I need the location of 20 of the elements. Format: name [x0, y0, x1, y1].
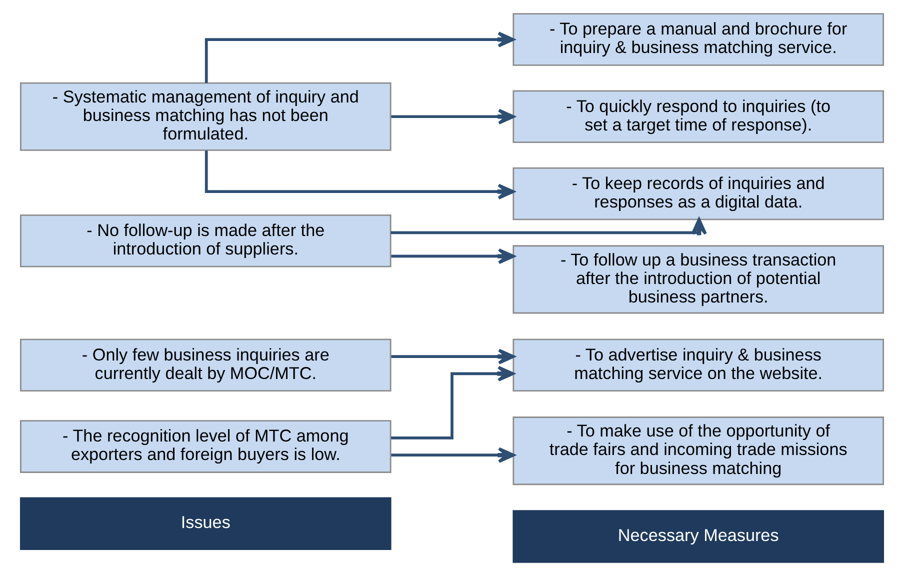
- node-box: - To advertise inquiry & business matching service on the website.: [512, 338, 884, 392]
- arrow: [390, 108, 514, 124]
- node-box: - To follow up a business transaction after the introduction of potential business partners.: [512, 245, 884, 314]
- arrow: [204, 150, 514, 200]
- node-box: - Only few business inquiries are currently dealt by MOC/MTC.: [20, 338, 391, 392]
- node-box: - To keep records of inquiries and responses as a digital data.: [512, 167, 884, 220]
- node-box: - To prepare a manual and brochure for inquiry & business matching service.: [512, 13, 884, 66]
- arrow: [390, 348, 514, 364]
- node-box: - To make use of the opportunity of trade fairs and incoming trade missions for business matching: [512, 416, 884, 486]
- arrow: [390, 248, 514, 264]
- arrow: [390, 447, 514, 463]
- node-box: - No follow-up is made after the introduction of suppliers.: [20, 214, 391, 268]
- arrow: [204, 32, 514, 84]
- node-box: - Systematic management of inquiry and business matching has not been formulated.: [20, 82, 391, 151]
- node-box: Issues: [20, 497, 391, 550]
- arrow: [390, 366, 514, 440]
- node-box: Necessary Measures: [512, 510, 884, 563]
- arrow: [390, 218, 706, 236]
- node-box: - To quickly respond to inquiries (to set a target time of response).: [512, 90, 884, 144]
- node-box: - The recognition level of MTC among exporters and foreign buyers is low.: [20, 420, 391, 473]
